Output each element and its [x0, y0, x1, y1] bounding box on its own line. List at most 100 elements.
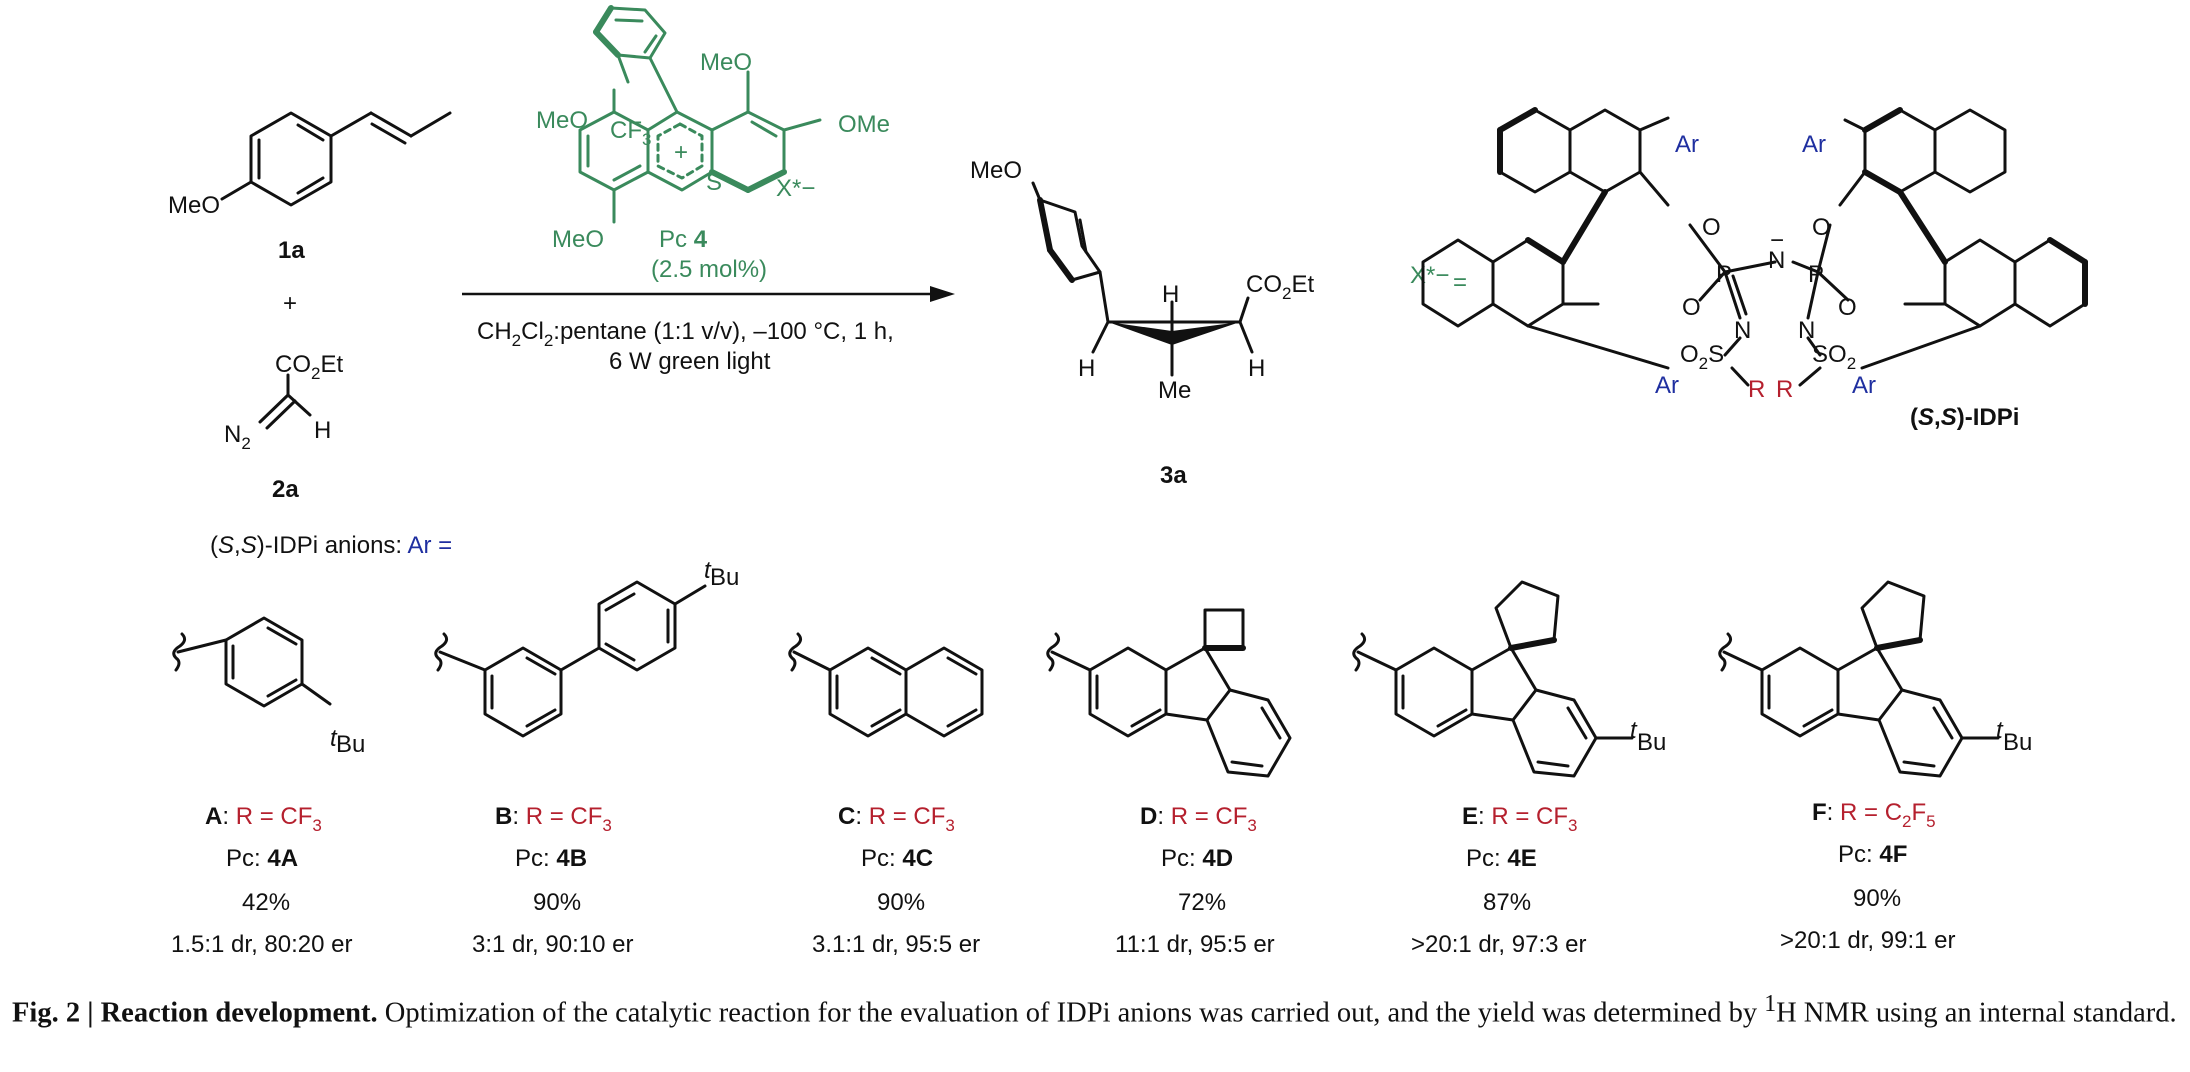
- anion-result-E: E: R = CF3 Pc: 4E 87% >20:1 dr, 97:3 er: [1411, 803, 1586, 958]
- product-h-top: H: [1162, 281, 1179, 308]
- aryl-A-structure: t Bu: [172, 616, 365, 758]
- reactant-2a-ester-label: CO2Et: [275, 351, 343, 383]
- aryl-E-tbu-t: t: [1630, 717, 1638, 744]
- figure-caption: Fig. 2 | Reaction development. Optimizat…: [12, 985, 2182, 1033]
- reactant-2a-n2-label: N2: [224, 421, 251, 453]
- photocatalyst-structure: MeO MeO CF3 OMe MeO + S X*− Pc 4 (2.5 mo…: [536, 5, 890, 283]
- anion-A-r-group: A: R = CF3: [205, 803, 322, 835]
- product-h-right: H: [1248, 355, 1265, 382]
- anion-B-yield: 90%: [533, 889, 581, 916]
- aryl-F-tbu: Bu: [2003, 729, 2032, 756]
- anion-D-pc: Pc: 4D: [1161, 845, 1233, 872]
- anion-E-pc: Pc: 4E: [1466, 845, 1537, 872]
- reactant-1a-meo-label: MeO: [168, 192, 220, 219]
- anion-C-selectivity: 3.1:1 dr, 95:5 er: [812, 931, 980, 958]
- idpi-p-2: P: [1808, 261, 1824, 288]
- conditions-line1: CH2Cl2:pentane (1:1 v/v), –100 °C, 1 h,: [477, 318, 894, 350]
- idpi-n-charge: −: [1770, 227, 1784, 254]
- anion-D-yield: 72%: [1178, 889, 1226, 916]
- anion-C-yield: 90%: [877, 889, 925, 916]
- caption-text-end: H NMR using an internal standard.: [1776, 997, 2177, 1029]
- catalyst-name: Pc 4: [659, 226, 708, 253]
- anion-result-A: A: R = CF3 Pc: 4A 42% 1.5:1 dr, 80:20 er: [171, 803, 352, 958]
- catalyst-counterion: X*−: [776, 175, 815, 202]
- idpi-n-3: N: [1798, 317, 1815, 344]
- catalyst-charge: +: [674, 139, 688, 166]
- idpi-o-3: O: [1812, 214, 1831, 241]
- aryl-B-structure: t Bu: [434, 557, 739, 738]
- idpi-x-label: X*−: [1410, 262, 1449, 289]
- anion-B-pc: Pc: 4B: [515, 845, 587, 872]
- reactant-1a-id: 1a: [278, 237, 305, 264]
- reaction-arrow: [462, 286, 955, 302]
- idpi-n-bridge: N: [1768, 247, 1785, 274]
- plus-sign: +: [283, 290, 297, 317]
- caption-superscript: 1: [1764, 991, 1777, 1017]
- catalyst-meo-bottom: MeO: [552, 226, 604, 253]
- idpi-ar-4: Ar: [1852, 372, 1876, 399]
- anion-result-C: C: R = CF3 Pc: 4C 90% 3.1:1 dr, 95:5 er: [812, 803, 980, 958]
- aryl-B-tbu-t: t: [704, 557, 712, 584]
- idpi-r-2: R: [1776, 376, 1793, 403]
- anion-E-yield: 87%: [1483, 889, 1531, 916]
- anion-A-selectivity: 1.5:1 dr, 80:20 er: [171, 931, 352, 958]
- idpi-ar-1: Ar: [1675, 131, 1699, 158]
- catalyst-loading: (2.5 mol%): [651, 256, 767, 283]
- anion-heading: (S,S)-IDPi anions: Ar =: [210, 532, 452, 559]
- idpi-so2-right: SO2: [1812, 341, 1856, 373]
- anion-A-yield: 42%: [242, 889, 290, 916]
- conditions-line2: 6 W green light: [609, 348, 771, 375]
- catalyst-meo-left: MeO: [536, 107, 588, 134]
- product-3a-structure: MeO CO2Et H H H Me 3a: [970, 157, 1314, 489]
- aryl-D-structure: [1046, 608, 1292, 778]
- idpi-structure: X*− =: [1410, 107, 2088, 431]
- anion-E-selectivity: >20:1 dr, 97:3 er: [1411, 931, 1586, 958]
- idpi-ar-2: Ar: [1802, 131, 1826, 158]
- caption-title: Fig. 2 | Reaction development.: [12, 997, 378, 1029]
- anion-result-B: B: R = CF3 Pc: 4B 90% 3:1 dr, 90:10 er: [472, 803, 633, 958]
- idpi-r-1: R: [1748, 376, 1765, 403]
- reactant-2a-structure: CO2Et N2 H 2a: [224, 351, 343, 503]
- aryl-F-tbu-t: t: [1996, 717, 2004, 744]
- idpi-p-1: P: [1716, 261, 1732, 288]
- product-me-label: Me: [1158, 377, 1191, 404]
- anion-F-yield: 90%: [1853, 885, 1901, 912]
- reactant-2a-h-label: H: [314, 417, 331, 444]
- catalyst-ome-right: OMe: [838, 111, 890, 138]
- idpi-o-4: O: [1838, 294, 1857, 321]
- anion-E-r-group: E: R = CF3: [1462, 803, 1578, 835]
- anion-result-F: F: R = C2F5 Pc: 4F 90% >20:1 dr, 99:1 er: [1780, 799, 1955, 954]
- idpi-o-2: O: [1682, 294, 1701, 321]
- caption-text: Optimization of the catalytic reaction f…: [377, 997, 1765, 1029]
- anion-B-r-group: B: R = CF3: [495, 803, 612, 835]
- aryl-B-tbu: Bu: [710, 564, 739, 591]
- aryl-A-tbu-t: t: [330, 725, 338, 752]
- reactant-1a-structure: MeO 1a: [168, 111, 452, 264]
- anion-D-selectivity: 11:1 dr, 95:5 er: [1115, 931, 1275, 958]
- anion-F-r-group: F: R = C2F5: [1812, 799, 1936, 831]
- catalyst-meo-top: MeO: [700, 49, 752, 76]
- anion-B-selectivity: 3:1 dr, 90:10 er: [472, 931, 633, 958]
- anion-C-r-group: C: R = CF3: [838, 803, 955, 835]
- anion-D-r-group: D: R = CF3: [1140, 803, 1257, 835]
- aryl-C-structure: [788, 632, 984, 738]
- idpi-o-1: O: [1702, 214, 1721, 241]
- product-ester-label: CO2Et: [1246, 271, 1314, 303]
- aryl-E-tbu: Bu: [1637, 729, 1666, 756]
- product-h-left: H: [1078, 355, 1095, 382]
- aryl-E-structure: t Bu: [1352, 580, 1666, 778]
- anion-F-selectivity: >20:1 dr, 99:1 er: [1780, 927, 1955, 954]
- aryl-F-structure: t Bu: [1718, 580, 2032, 778]
- idpi-n-2: N: [1734, 317, 1751, 344]
- catalyst-sulfur: S: [706, 169, 722, 196]
- idpi-so2-left: O2S: [1680, 341, 1724, 373]
- idpi-equals: =: [1453, 269, 1467, 296]
- catalyst-cf3: CF3: [610, 117, 651, 149]
- aryl-A-tbu: Bu: [336, 731, 365, 758]
- idpi-name: (S,S)-IDPi: [1910, 404, 2019, 431]
- anion-F-pc: Pc: 4F: [1838, 841, 1907, 868]
- product-meo-label: MeO: [970, 157, 1022, 184]
- anion-C-pc: Pc: 4C: [861, 845, 933, 872]
- product-id: 3a: [1160, 462, 1187, 489]
- reactant-2a-id: 2a: [272, 476, 299, 503]
